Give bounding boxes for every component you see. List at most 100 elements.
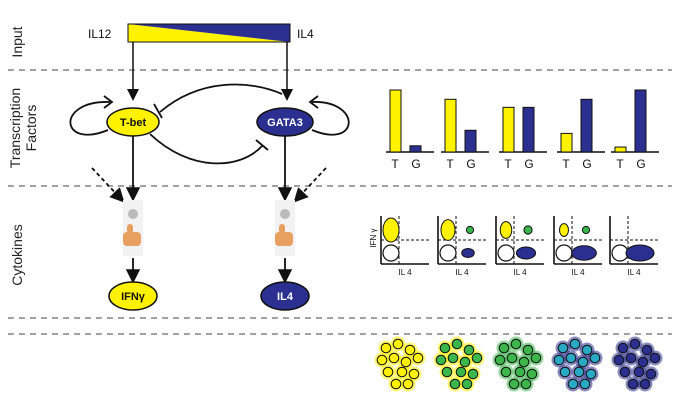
bar-g-label: G	[466, 157, 475, 171]
double-negative-population	[497, 244, 515, 262]
cell	[392, 338, 404, 350]
cell	[520, 378, 532, 390]
cell	[506, 352, 518, 364]
bar-t-label: T	[504, 157, 512, 171]
cell	[498, 342, 510, 354]
input-arrows	[127, 42, 293, 101]
bar-gata3	[464, 129, 477, 153]
double-positive-population	[523, 225, 533, 235]
cell	[530, 352, 542, 364]
cell	[514, 366, 526, 378]
bar-g-label: G	[411, 157, 420, 171]
cell	[382, 366, 394, 378]
flow-panel: IL 4 IFN γ	[369, 216, 429, 277]
flow-panel: IL 4	[609, 216, 658, 277]
cell	[388, 352, 400, 364]
bar-t-label: T	[562, 157, 570, 171]
bar-gata3	[634, 89, 647, 153]
thumbs-up-icon-left	[123, 200, 143, 256]
bar-gata3	[522, 106, 535, 153]
cell	[390, 378, 402, 390]
cell	[467, 368, 479, 380]
section-label-input: Input	[9, 26, 25, 57]
flow-xlabel: IL 4	[455, 268, 469, 277]
tf-network	[69, 83, 350, 165]
double-negative-population	[555, 244, 573, 262]
cell	[451, 338, 463, 350]
flow-panel: IL 4	[553, 216, 602, 277]
bar-t-label: T	[391, 157, 399, 171]
cell	[494, 354, 506, 366]
cell	[585, 368, 597, 380]
tf-to-cytokine-arrows	[91, 136, 327, 203]
il4-population	[461, 248, 475, 258]
cell	[627, 378, 639, 390]
cell	[500, 366, 512, 378]
cell	[625, 352, 637, 364]
cell	[439, 342, 451, 354]
cell	[581, 344, 593, 356]
section-label-cytokines: Cytokines	[9, 224, 25, 285]
flow-ylabel: IFN γ	[369, 228, 378, 247]
cell	[447, 352, 459, 364]
cell-cluster	[374, 336, 426, 392]
double-negative-population	[382, 244, 400, 262]
bar-tbet	[614, 146, 627, 153]
bar-tbet	[560, 132, 573, 153]
cell	[557, 342, 569, 354]
bar-gata3	[580, 98, 593, 153]
cell	[619, 366, 631, 378]
double-positive-population	[581, 225, 591, 235]
cell-cluster	[611, 336, 663, 392]
cell	[402, 378, 414, 390]
cell	[508, 378, 520, 390]
cell	[645, 368, 657, 380]
flow-xlabel: IL 4	[571, 268, 585, 277]
il4-population	[515, 246, 537, 260]
thumbs-up-icon-right	[275, 200, 295, 256]
bar-tbet	[444, 98, 457, 153]
cell	[449, 378, 461, 390]
cell	[633, 366, 645, 378]
ifng-node	[108, 281, 158, 311]
cell	[396, 366, 408, 378]
cell	[573, 366, 585, 378]
cell	[579, 378, 591, 390]
cell	[559, 366, 571, 378]
cell	[589, 352, 601, 364]
ifng-population	[440, 219, 456, 241]
flow-xlabel: IL 4	[398, 268, 412, 277]
cell	[637, 356, 649, 368]
cell	[577, 356, 589, 368]
cell	[408, 368, 420, 380]
section-label-tf-2: Factors	[23, 105, 39, 152]
cell	[617, 342, 629, 354]
cell	[565, 352, 577, 364]
ifng-population	[559, 223, 569, 237]
cell-cluster	[551, 336, 603, 392]
cell	[518, 356, 530, 368]
double-negative-population	[439, 244, 457, 262]
cell	[400, 356, 412, 368]
flow-panel: IL 4	[437, 216, 486, 277]
cell	[639, 378, 651, 390]
cell	[629, 338, 641, 350]
ifng-population	[499, 221, 513, 239]
bar-g-label: G	[524, 157, 533, 171]
cell-cluster	[492, 336, 544, 392]
cell	[463, 344, 475, 356]
cell	[641, 344, 653, 356]
bar-t-label: T	[446, 157, 454, 171]
cell	[459, 356, 471, 368]
section-label-tf-1: Transcription	[7, 88, 23, 168]
section-dividers	[8, 69, 672, 335]
il4-population	[625, 244, 655, 262]
cell	[461, 378, 473, 390]
double-positive-population	[465, 225, 475, 235]
cell	[522, 344, 534, 356]
